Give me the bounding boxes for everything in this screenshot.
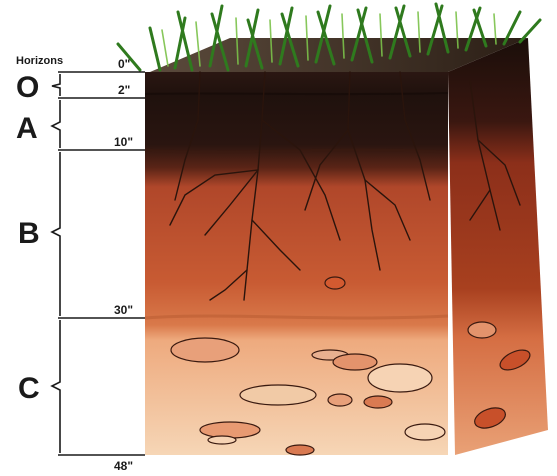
horizon-b-label: B xyxy=(18,217,40,250)
depth-label-10: 10" xyxy=(114,135,133,149)
bracket-o xyxy=(52,74,60,96)
horizon-c-label: C xyxy=(18,372,40,405)
horizon-o-label: O xyxy=(16,71,39,104)
a-b-boundary xyxy=(145,150,448,152)
b-c-boundary xyxy=(145,316,448,318)
depth-label-0: 0" xyxy=(118,57,130,71)
bracket-b xyxy=(52,152,60,316)
depth-label-2: 2" xyxy=(118,83,130,97)
depth-tick-lines xyxy=(58,72,145,455)
bracket-a xyxy=(52,100,60,148)
depth-label-48: 48" xyxy=(114,459,133,473)
horizon-brackets xyxy=(52,74,60,453)
horizon-a-label: A xyxy=(16,112,38,145)
depth-label-30: 30" xyxy=(114,303,133,317)
soil-side-face xyxy=(448,38,548,455)
horizons-heading: Horizons xyxy=(16,55,63,67)
bracket-c xyxy=(52,320,60,453)
